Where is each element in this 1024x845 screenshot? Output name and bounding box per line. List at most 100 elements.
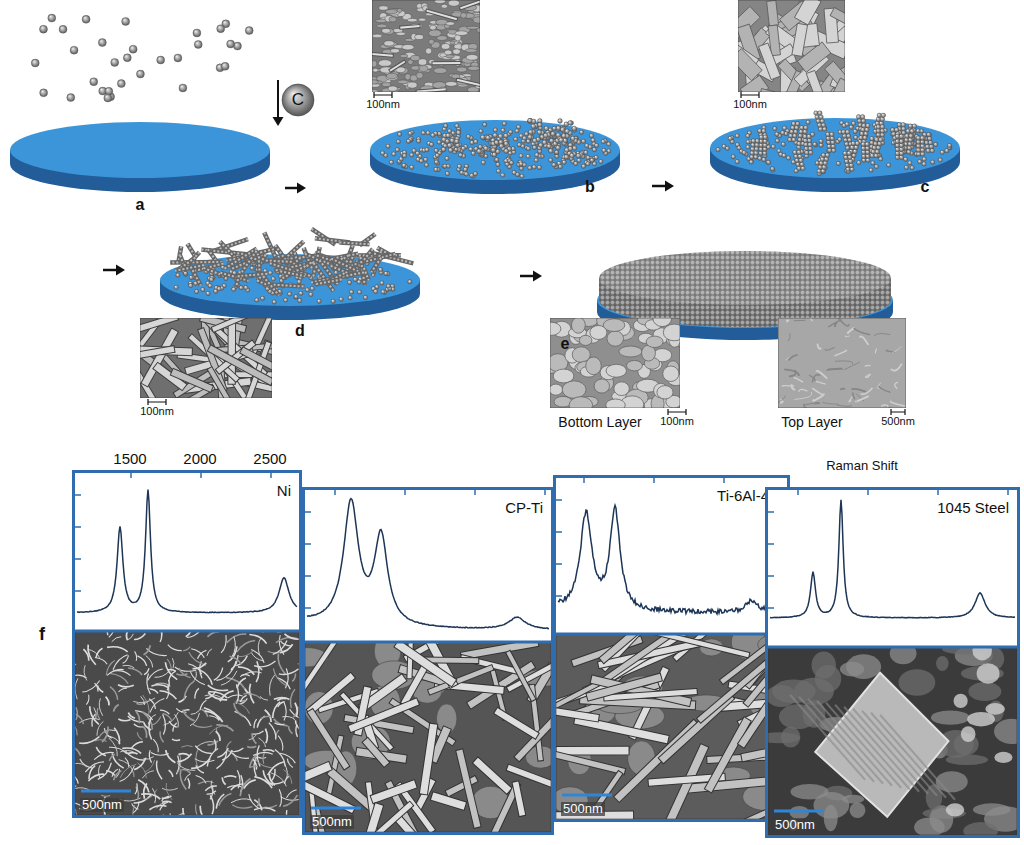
art-shape [349,254,395,266]
art-shape [590,158,594,162]
art-shape [179,668,191,678]
art-shape [398,80,409,84]
art-shape [846,134,851,139]
art-shape [377,24,387,28]
art-shape [229,656,241,664]
art-shape [340,242,370,244]
art-shape [201,287,205,291]
art-shape [401,26,418,27]
art-shape [909,134,914,139]
art-shape [175,714,179,727]
art-shape [183,647,190,651]
art-shape [494,140,499,145]
art-shape [378,60,391,67]
art-shape [382,28,391,33]
art-shape [869,168,873,172]
art-shape [293,295,297,299]
art-shape [39,25,47,33]
art-shape [272,300,276,304]
art-shape [434,0,445,3]
art-shape [481,160,485,164]
art-shape [742,150,746,154]
art-shape [258,757,266,758]
art-shape [143,727,146,738]
art-shape [426,131,430,135]
art-shape [305,288,309,292]
art-shape [113,655,128,670]
art-shape [419,18,426,21]
art-shape [83,649,88,661]
step-arrows [285,181,674,194]
art-shape [258,638,261,655]
art-shape [594,143,598,147]
art-shape [84,665,87,680]
art-shape [216,669,233,681]
art-shape [781,142,785,146]
art-shape [408,82,418,88]
art-shape [299,291,303,295]
art-shape [614,382,629,396]
art-shape [357,290,361,294]
art-shape [237,641,255,652]
art-shape [151,685,168,688]
art-shape [373,289,377,293]
art-shape [456,67,466,72]
art-shape [853,129,857,133]
art-shape [195,746,212,754]
art-shape [75,631,299,815]
art-shape [274,719,288,726]
art-shape [372,54,392,56]
art-shape [493,128,497,132]
art-shape [812,375,820,383]
art-shape [828,320,841,327]
art-shape [568,121,573,126]
art-shape [193,724,212,727]
art-shape [389,160,393,164]
art-shape [145,760,155,772]
art-shape [282,84,314,116]
art-shape [466,54,478,60]
art-shape [409,153,413,157]
art-shape [107,736,120,744]
sem-image [372,0,480,92]
art-shape [353,277,357,281]
art-shape [899,139,904,144]
art-shape [863,135,868,140]
art-shape [429,142,433,146]
art-shape [169,770,173,777]
art-shape [134,795,151,803]
art-shape [176,273,180,277]
art-shape [766,160,770,164]
art-shape [239,651,253,657]
art-shape [735,159,739,163]
art-shape [550,384,563,395]
art-shape [458,153,462,157]
art-shape [249,634,266,643]
art-shape [728,136,732,140]
art-shape [486,135,491,140]
art-shape [216,725,233,731]
art-shape [421,131,425,135]
art-shape [249,794,258,808]
art-shape [594,379,609,393]
art-shape [399,157,403,161]
art-shape [271,277,275,281]
art-shape [97,708,100,720]
art-shape [174,285,178,289]
art-shape [850,167,855,172]
art-shape [150,699,164,713]
art-shape [75,746,80,756]
art-shape [461,0,480,8]
art-shape [283,795,297,806]
art-shape [273,117,284,126]
art-shape [67,94,75,102]
art-shape [471,151,475,155]
art-shape [570,153,575,158]
sem-image [550,318,680,408]
art-shape [792,137,797,142]
art-shape [565,129,570,134]
art-shape [504,149,509,154]
art-shape [464,172,468,176]
art-shape [446,133,451,138]
art-shape [349,290,353,294]
